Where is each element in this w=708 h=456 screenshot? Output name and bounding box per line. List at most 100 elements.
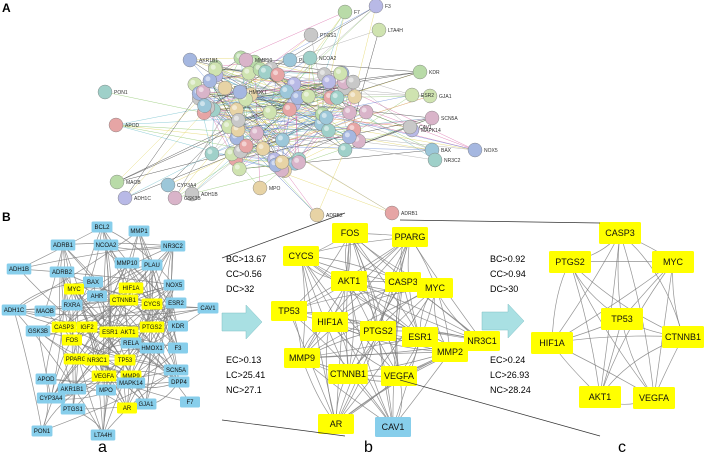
net-b-label-myc: MYC xyxy=(425,283,446,293)
node-highlight xyxy=(241,141,247,147)
net-a-node-gja1 xyxy=(135,398,157,410)
net-a-label-myc: MYC xyxy=(67,287,81,293)
threshold-dc-1: DC>32 xyxy=(226,284,254,294)
node-highlight xyxy=(277,135,283,141)
string-node-adrb1 xyxy=(384,205,400,221)
net-a-node-vegfa xyxy=(91,370,117,382)
threshold-nc-1: NC>27.1 xyxy=(226,385,262,395)
string-label-adh1b: ADH1B xyxy=(201,192,218,198)
net-a-label-ncoa2: NCOA2 xyxy=(96,243,117,249)
net-a-label-akt1: AKT1 xyxy=(120,330,136,336)
net-a-node-adrb2 xyxy=(49,266,75,278)
node-highlight xyxy=(293,93,299,99)
string-node xyxy=(249,125,264,141)
string-node xyxy=(232,161,247,177)
string-node-lta4h xyxy=(371,22,387,38)
net-a-label-esr1: ESR1 xyxy=(102,330,118,336)
string-node xyxy=(329,90,345,105)
node-highlight xyxy=(260,67,266,73)
string-label-cyp3a4: CYP3A4 xyxy=(177,183,196,189)
net-c-label-ctnnb1: CTNNB1 xyxy=(665,332,701,342)
node-highlight xyxy=(350,92,356,98)
net-a-label-mmp1: MMP1 xyxy=(130,229,148,235)
thresholds-step-2: BC>0.92 CC>0.94 DC>30 EC>0.24 LC>26.93 N… xyxy=(490,254,531,395)
threshold-bc-2: BC>0.92 xyxy=(490,254,525,264)
net-a-node-rela xyxy=(120,337,142,349)
sub-label-a: a xyxy=(98,439,107,456)
net-b-node-myc xyxy=(417,278,453,298)
string-node-dpp4 xyxy=(217,80,233,96)
node-highlight xyxy=(348,77,354,83)
net-c-label-vegfa: VEGFA xyxy=(639,393,669,403)
net-a-label-cav1: CAV1 xyxy=(200,306,216,312)
net-a-label-mmp9: MMP9 xyxy=(122,374,140,380)
string-label-ncoa2: NCOA2 xyxy=(319,56,336,62)
net-a-edge xyxy=(167,245,179,349)
string-node-cyp3a4 xyxy=(160,177,176,193)
net-a-node-casp3 xyxy=(51,321,77,333)
threshold-ec-1: EC>0.13 xyxy=(226,355,261,365)
string-label-esr2: ESR2 xyxy=(421,93,434,99)
threshold-nc-2: NC>28.24 xyxy=(490,385,531,395)
node-highlight xyxy=(335,68,341,74)
net-b-label-ptgs2: PTGS2 xyxy=(363,326,393,336)
string-node xyxy=(342,105,357,120)
string-node-cav1 xyxy=(402,119,418,135)
net-a-label-cyp3a4: CYP3A4 xyxy=(39,396,63,402)
string-node-gja1 xyxy=(422,88,438,104)
string-node xyxy=(347,89,362,104)
arrow-2 xyxy=(481,303,525,339)
string-node xyxy=(358,104,374,120)
string-label-adrb1: ADRB1 xyxy=(401,211,418,217)
net-a-node-mmp10 xyxy=(114,257,140,269)
net-a-label-mmp10: MMP10 xyxy=(117,261,138,267)
net-b-node-hif1a xyxy=(312,312,348,332)
net-a-edge xyxy=(73,288,147,405)
node-highlight xyxy=(282,87,288,93)
net-b-label-pparg: PPARG xyxy=(395,232,426,242)
string-label-cav1: CAV1 xyxy=(419,125,432,131)
net-c-node-casp3 xyxy=(599,222,641,244)
string-label-scn5a: SCN5A xyxy=(441,116,458,122)
net-a-edge xyxy=(62,244,104,436)
net-c-edge xyxy=(599,318,623,398)
node-highlight xyxy=(303,91,309,97)
net-a-node-ptgs2 xyxy=(139,321,165,333)
string-node xyxy=(270,67,285,82)
net-a-node-tp53 xyxy=(114,354,136,366)
string-node xyxy=(282,102,297,117)
net-b-node-mmp9 xyxy=(284,348,320,368)
net-a-edge xyxy=(102,284,175,436)
net-b-label-esr1: ESR1 xyxy=(408,332,432,342)
string-label-gsk3b: GSK3B xyxy=(184,196,201,202)
string-node-f3 xyxy=(368,0,384,14)
node-highlight xyxy=(344,132,350,138)
net-a-node-nr3c1 xyxy=(84,354,110,366)
threshold-dc-2: DC>30 xyxy=(490,284,518,294)
net-a-node-maob xyxy=(34,305,56,317)
net-a-label-ptgs2: PTGS2 xyxy=(142,325,162,331)
net-a-node-bax xyxy=(83,276,103,288)
net-a-label-igf2: IGF2 xyxy=(80,325,94,331)
connector-lines xyxy=(221,212,601,437)
string-label-adrb2: ADRB2 xyxy=(326,213,343,219)
net-a-node-plau xyxy=(141,259,163,271)
net-c-label-myc: MYC xyxy=(663,257,684,267)
net-b-node-fos xyxy=(332,223,368,243)
net-b-node-pparg xyxy=(392,227,428,247)
net-b-edge xyxy=(300,255,483,342)
node-highlight xyxy=(273,70,279,76)
net-a-node-ahr xyxy=(87,290,107,302)
net-a-label-vegfa: VEGFA xyxy=(94,374,114,380)
net-b-label-casp3: CASP3 xyxy=(388,277,418,287)
net-a-label-gja1: GJA1 xyxy=(138,402,154,408)
net-b-node-ar xyxy=(318,414,354,434)
panel-label-a: A xyxy=(2,1,11,15)
node-highlight xyxy=(234,164,240,170)
net-a-node-pparg xyxy=(63,353,89,365)
net-b-label-cycs: CYCS xyxy=(288,251,313,261)
threshold-cc-2: CC>0.94 xyxy=(490,269,526,279)
sub-label-b: b xyxy=(364,439,373,456)
net-a-label-fos: FOS xyxy=(66,338,78,344)
